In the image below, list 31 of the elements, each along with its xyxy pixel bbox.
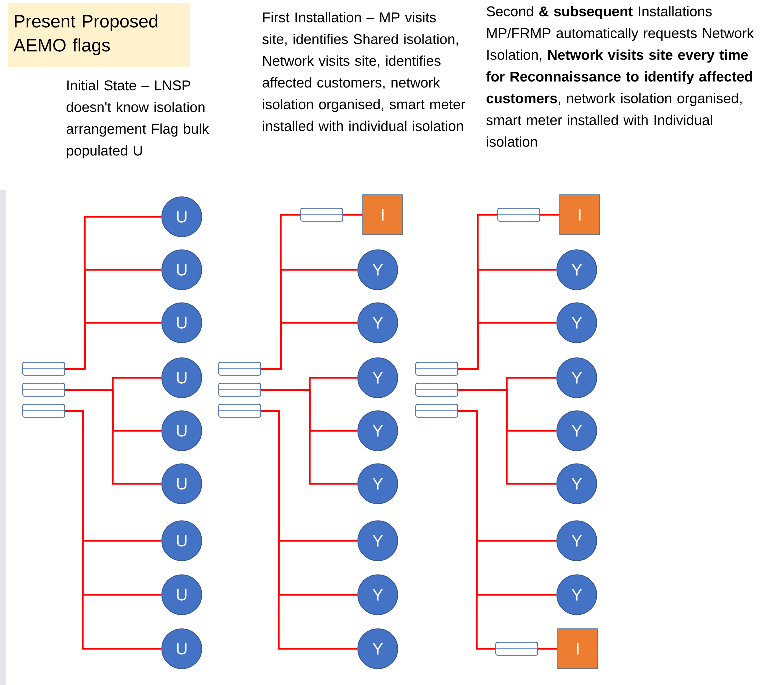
isolator-symbol xyxy=(22,404,66,418)
isolator-symbol xyxy=(22,362,66,376)
connector-line xyxy=(261,389,358,485)
connector-line xyxy=(261,410,358,650)
connector-line xyxy=(343,214,363,216)
isolator-symbol xyxy=(218,383,262,397)
flag-square: I xyxy=(560,194,600,236)
connector-line xyxy=(540,214,560,216)
isolator-symbol xyxy=(415,362,459,376)
isolator-symbol xyxy=(495,642,539,656)
connector-line xyxy=(65,410,162,650)
connector-line xyxy=(458,389,557,485)
title-box: Present Proposed AEMO flags xyxy=(8,3,190,67)
flag-square: I xyxy=(558,628,598,670)
isolator-symbol xyxy=(497,208,541,222)
description-text: First Installation – MP visits site, identifies Shared isolation, Network visits site, identifies affected customers, network isolation organised, smart meter installed with individual isolation xyxy=(262,12,466,132)
connector-line xyxy=(458,322,557,370)
isolator-symbol xyxy=(218,404,262,418)
flag-square: I xyxy=(362,194,404,236)
connector-line xyxy=(261,322,358,370)
description-text: Initial State – LNSP doesn't know isolation arrangement Flag bulk populated U xyxy=(66,80,210,159)
connector-line xyxy=(538,648,558,650)
description-text: Second & subsequent Installations MP/FRMP automatically requests Network Isolation, Network visits site every time for Reconnaissance to identify affected customers, network isolation organised, smart meter installed with Individual isolation xyxy=(486,6,754,148)
isolator-symbol xyxy=(218,362,262,376)
connector-line xyxy=(65,322,162,370)
isolator-symbol xyxy=(415,383,459,397)
isolator-symbol xyxy=(22,383,66,397)
connector-line xyxy=(458,410,496,650)
isolator-symbol xyxy=(300,208,344,222)
isolator-symbol xyxy=(415,404,459,418)
connector-line xyxy=(65,389,162,485)
